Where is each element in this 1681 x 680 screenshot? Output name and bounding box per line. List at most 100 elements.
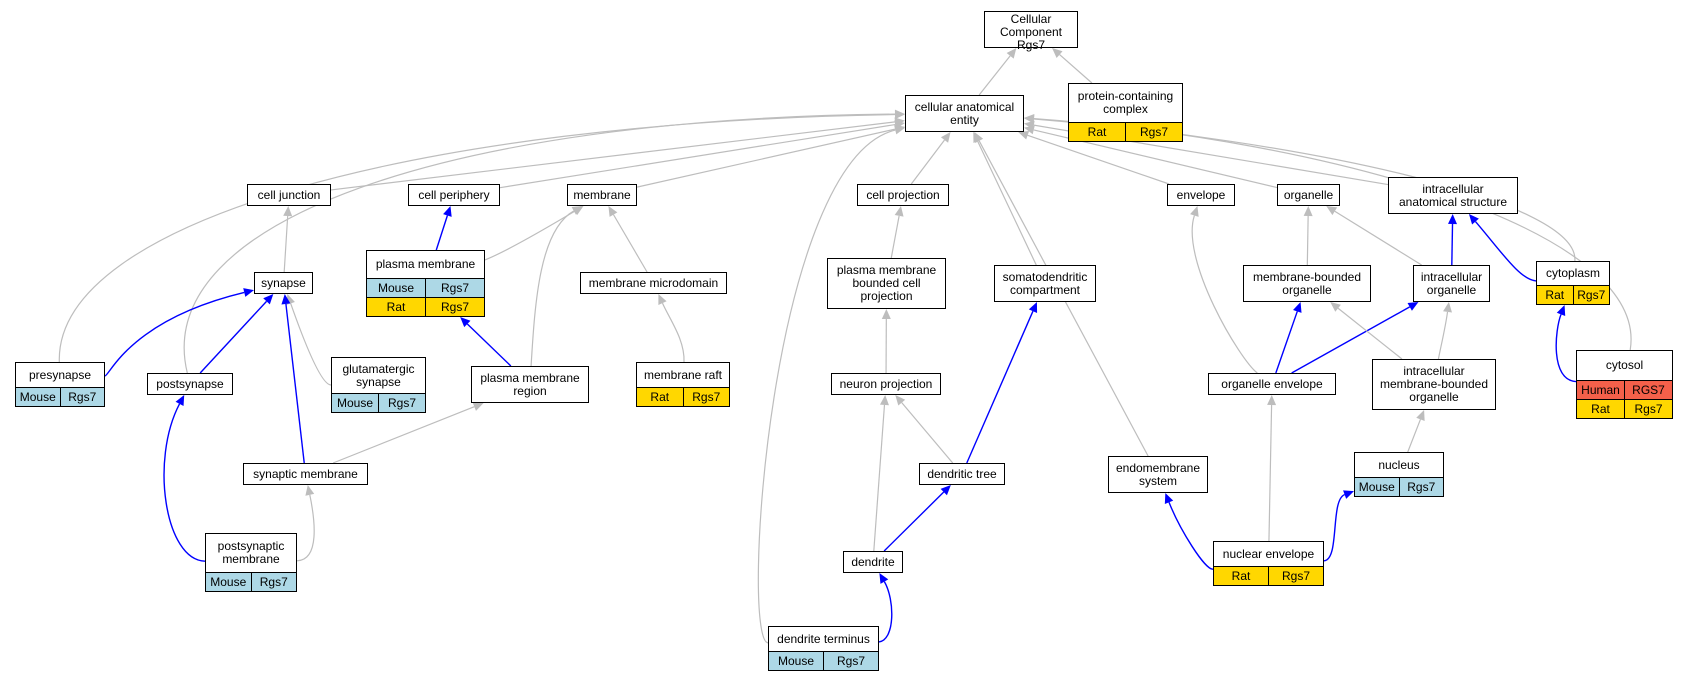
edge-is-a bbox=[1407, 419, 1422, 453]
node-cell-junction: cell junction bbox=[247, 184, 331, 206]
node-organelle-envelope: organelle envelope bbox=[1208, 373, 1336, 395]
species-cell: Mouse bbox=[377, 281, 415, 295]
edge-is-a bbox=[296, 494, 315, 562]
edge-is-a bbox=[330, 121, 896, 191]
node-title: membrane-bounded organelle bbox=[1252, 269, 1362, 297]
node-cell-projection: cell projection bbox=[857, 184, 949, 206]
arrowhead bbox=[175, 395, 185, 406]
node-title: glutamatergic synapse bbox=[342, 361, 415, 389]
edge-is-a bbox=[873, 404, 886, 552]
edge-is-a bbox=[1059, 54, 1093, 84]
gene-cell: Rgs7 bbox=[59, 388, 105, 406]
node-title: cytoplasm bbox=[1545, 266, 1601, 280]
node-intracellular-anatomical-structure: intracellular anatomical structure bbox=[1388, 177, 1518, 214]
edge-is-a bbox=[1268, 404, 1273, 542]
node-title: plasma membrane bounded cell projection bbox=[836, 263, 937, 303]
species-cell: Rat bbox=[1545, 288, 1565, 302]
node-title: cytosol bbox=[1605, 358, 1644, 372]
edge-is-a bbox=[1334, 210, 1422, 266]
node-title: intracellular organelle bbox=[1420, 269, 1483, 297]
node-title: synapse bbox=[261, 275, 306, 290]
edge-is-a bbox=[484, 210, 576, 261]
node-title: membrane microdomain bbox=[588, 275, 719, 290]
node-membrane-microdomain: membrane microdomain bbox=[580, 272, 727, 294]
node-intracellular-membrane-bounded-organelle: intracellular membrane-bounded organelle bbox=[1372, 359, 1496, 410]
species-cell: Human bbox=[1581, 383, 1620, 397]
edge-part-of bbox=[1323, 493, 1346, 562]
gene-cell: Rgs7 bbox=[823, 652, 878, 670]
node-title: presynapse bbox=[28, 367, 92, 382]
edge-is-a bbox=[910, 139, 945, 185]
arrowhead bbox=[895, 395, 906, 406]
edge-is-a bbox=[890, 215, 900, 259]
edge-part-of bbox=[883, 491, 945, 552]
node-endomembrane-system: endomembrane system bbox=[1108, 456, 1208, 493]
node-title: Cellular Component Rgs7 bbox=[999, 12, 1063, 52]
node-plasma-membrane-region: plasma membrane region bbox=[471, 366, 589, 403]
annotation-row: Rat Rgs7 bbox=[1537, 285, 1609, 304]
arrowhead bbox=[1267, 395, 1277, 406]
node-membrane-bounded-organelle: membrane-bounded organelle bbox=[1243, 265, 1371, 302]
edge-part-of bbox=[1555, 314, 1577, 383]
gene-cell: RGS7 bbox=[1624, 381, 1672, 399]
gene-cell: Rgs7 bbox=[378, 394, 425, 412]
arrowhead bbox=[1028, 302, 1038, 313]
arrowhead bbox=[1164, 493, 1174, 504]
edge-part-of bbox=[878, 581, 893, 643]
node-synaptic-membrane: synaptic membrane bbox=[243, 463, 368, 485]
node-neuron-projection: neuron projection bbox=[831, 373, 941, 395]
gene-cell: Rgs7 bbox=[1572, 286, 1610, 304]
node-title: organelle bbox=[1283, 187, 1334, 202]
arrowhead bbox=[1303, 206, 1313, 217]
arrowhead bbox=[1407, 302, 1419, 311]
arrowhead bbox=[658, 294, 667, 305]
edge-is-a bbox=[530, 210, 575, 367]
species-cell: Rat bbox=[386, 300, 406, 314]
edge-part-of bbox=[285, 303, 305, 464]
species-cell: Rat bbox=[1087, 125, 1107, 139]
edge-part-of bbox=[199, 300, 268, 374]
arrowhead bbox=[283, 206, 293, 217]
arrowhead bbox=[894, 125, 905, 135]
node-title: plasma membrane region bbox=[480, 370, 580, 398]
node-postsynapse: postsynapse bbox=[147, 373, 233, 395]
arrowhead bbox=[1416, 410, 1425, 421]
arrowhead bbox=[460, 317, 471, 328]
edge-is-a bbox=[612, 214, 648, 273]
edge-is-a bbox=[757, 129, 896, 644]
node-plasma-membrane-bounded-cell-projection: plasma membrane bounded cell projection bbox=[827, 258, 946, 309]
edge-part-of bbox=[1474, 221, 1537, 282]
node-title: cell projection bbox=[866, 187, 940, 202]
gene-cell: Rgs7 bbox=[1624, 400, 1672, 418]
node-title: intracellular membrane-bounded organelle bbox=[1379, 364, 1489, 404]
arrowhead bbox=[1024, 114, 1035, 124]
arrowhead bbox=[608, 206, 618, 217]
arrowhead bbox=[1293, 302, 1302, 313]
gene-cell: Rgs7 bbox=[425, 298, 484, 316]
arrowhead bbox=[881, 309, 891, 320]
edge-part-of bbox=[1275, 311, 1298, 374]
arrowhead bbox=[940, 485, 951, 496]
annotation-row: Human RGS7 bbox=[1577, 380, 1672, 399]
annotation-row: Rat Rgs7 bbox=[367, 297, 484, 316]
arrowhead bbox=[879, 573, 889, 584]
edge-part-of bbox=[1168, 502, 1214, 570]
node-title: postsynaptic membrane bbox=[217, 539, 285, 566]
arrowhead bbox=[1024, 120, 1035, 130]
edge-is-a bbox=[1027, 134, 1170, 185]
edge-is-a bbox=[901, 402, 954, 464]
arrowhead bbox=[940, 132, 951, 143]
node-title: neuron projection bbox=[839, 376, 933, 391]
